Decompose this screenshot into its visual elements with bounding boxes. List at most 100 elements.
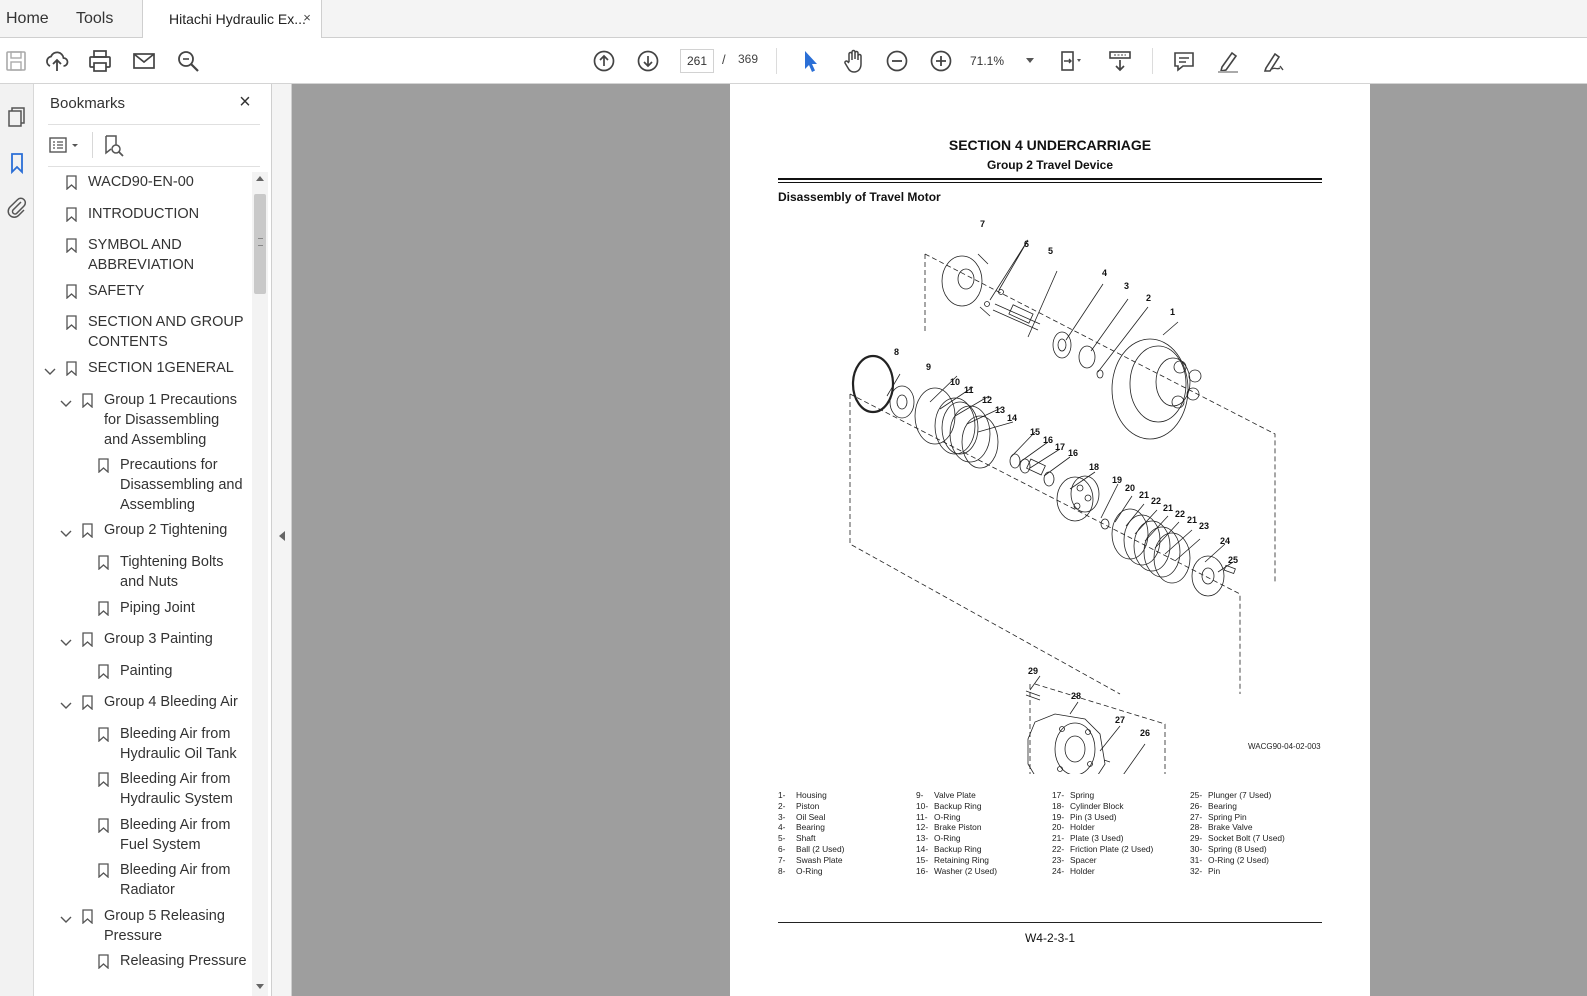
bookmarks-scrollbar[interactable]	[252, 172, 268, 996]
bookmark-label: Group 1 Precautions	[104, 392, 237, 408]
scrollbar-thumb[interactable]	[254, 194, 266, 294]
part-name: Spring	[1070, 790, 1095, 800]
bookmark-item[interactable]: WACD90-EN-00	[88, 172, 194, 192]
page-title: SECTION 4 UNDERCARRIAGE	[948, 137, 1152, 153]
tab-tools[interactable]: Tools	[76, 10, 114, 27]
bookmark-icon	[98, 664, 109, 680]
hand-tool-icon[interactable]	[840, 47, 868, 75]
panel-collapse-strip[interactable]	[272, 84, 292, 996]
fit-page-icon[interactable]	[1056, 47, 1084, 75]
chevron-down-icon[interactable]	[60, 635, 72, 646]
chevron-down-icon[interactable]	[60, 698, 72, 709]
scroll-down-arrow-icon[interactable]	[256, 984, 264, 989]
zoom-out-icon[interactable]	[883, 47, 911, 75]
email-icon[interactable]	[130, 47, 158, 75]
chevron-down-icon[interactable]	[44, 364, 56, 375]
search-zoom-icon[interactable]	[174, 47, 202, 75]
upload-cloud-icon[interactable]	[43, 47, 71, 75]
select-cursor-icon[interactable]	[796, 47, 824, 75]
parts-list-row: 6-Ball (2 Used)	[778, 844, 844, 855]
save-icon[interactable]	[2, 47, 30, 75]
bookmark-item[interactable]: SECTION 1GENERAL	[88, 358, 234, 378]
zoom-level-select[interactable]: 71.1%	[962, 49, 1036, 73]
parts-list-row: 22-Friction Plate (2 Used)	[1052, 844, 1153, 855]
chevron-down-icon[interactable]	[60, 912, 72, 923]
bookmark-item[interactable]: SAFETY	[88, 281, 144, 301]
part-number: 5-	[778, 833, 786, 844]
section-heading: Disassembly of Travel Motor	[778, 190, 941, 204]
bookmark-icon	[98, 954, 109, 970]
tab-bar: Home Tools Hitachi Hydraulic Ex... ×	[0, 0, 1587, 39]
bookmark-item[interactable]: INTRODUCTION	[88, 204, 199, 224]
part-name: Housing	[796, 790, 827, 800]
bookmark-item[interactable]: Group 4 Bleeding Air	[104, 692, 238, 712]
toolbar-divider	[776, 48, 777, 74]
document-view[interactable]: SECTION 4 UNDERCARRIAGE Group 2 Travel D…	[292, 84, 1587, 996]
part-number: 29-	[1190, 833, 1203, 844]
bookmark-label: Bleeding Air from	[120, 771, 231, 787]
part-number: 30-	[1190, 843, 1203, 854]
comment-icon[interactable]	[1170, 47, 1198, 75]
parts-list-row: 23-Spacer	[1052, 855, 1153, 866]
bookmark-item[interactable]: Piping Joint	[120, 598, 195, 618]
page-thumbnails-icon[interactable]	[4, 104, 30, 130]
bookmark-label: and Assembling	[104, 432, 207, 448]
zoom-in-icon[interactable]	[927, 47, 955, 75]
scroll-mode-icon[interactable]	[1106, 47, 1134, 75]
callout-21c: 21	[1187, 515, 1197, 525]
bookmarks-panel-icon[interactable]	[4, 150, 30, 176]
parts-list-row: 29-Socket Bolt (7 Used)	[1190, 833, 1285, 844]
part-name: Holder	[1070, 865, 1095, 876]
find-bookmark-icon[interactable]	[100, 133, 126, 159]
bookmark-label: Tightening Bolts	[120, 554, 224, 570]
tab-close-button[interactable]: ×	[303, 10, 311, 25]
page-total: 369	[738, 52, 759, 66]
bookmark-label: SAFETY	[88, 283, 145, 299]
bookmark-icon	[66, 284, 77, 300]
bookmark-item[interactable]: Group 3 Painting	[104, 629, 213, 649]
title-rule	[778, 178, 1322, 180]
callout-22: 22	[1151, 496, 1161, 506]
callout-20: 20	[1125, 483, 1135, 493]
zoom-dropdown-caret-icon[interactable]	[1026, 58, 1034, 63]
part-number: 18-	[1052, 800, 1065, 811]
parts-list-row: 31-O-Ring (2 Used)	[1190, 855, 1285, 866]
bookmarks-close-button[interactable]: ×	[239, 91, 251, 113]
tab-home[interactable]: Home	[6, 10, 49, 27]
next-page-icon[interactable]	[634, 47, 662, 75]
chevron-down-icon[interactable]	[60, 526, 72, 537]
tab-document[interactable]: Hitachi Hydraulic Ex...	[142, 0, 322, 39]
bookmark-options-button[interactable]	[48, 135, 88, 157]
highlight-pen-icon[interactable]	[1214, 47, 1242, 75]
bookmark-item[interactable]: Group 2 Tightening	[104, 520, 227, 540]
page-number-input[interactable]: 261	[680, 49, 714, 73]
sign-icon[interactable]	[1258, 47, 1286, 75]
parts-list-row: 21-Plate (3 Used)	[1052, 833, 1153, 844]
callout-17: 17	[1055, 442, 1065, 452]
part-name: Plate (3 Used)	[1070, 833, 1124, 844]
previous-page-icon[interactable]	[590, 47, 618, 75]
bookmark-item[interactable]: Releasing Pressure	[120, 951, 247, 971]
bookmark-item[interactable]: Painting	[120, 661, 172, 681]
bookmark-label: Bleeding Air from	[120, 726, 231, 742]
bookmark-icon	[66, 238, 77, 254]
part-name: Bearing	[1208, 800, 1237, 811]
callout-2: 2	[1146, 293, 1151, 303]
scroll-up-arrow-icon[interactable]	[256, 176, 264, 181]
print-icon[interactable]	[86, 47, 114, 75]
chevron-down-icon[interactable]	[60, 396, 72, 407]
collapse-arrow-icon[interactable]	[279, 531, 285, 541]
parts-list-row: 4-Bearing	[778, 822, 844, 833]
attachments-paperclip-icon[interactable]	[4, 194, 30, 220]
